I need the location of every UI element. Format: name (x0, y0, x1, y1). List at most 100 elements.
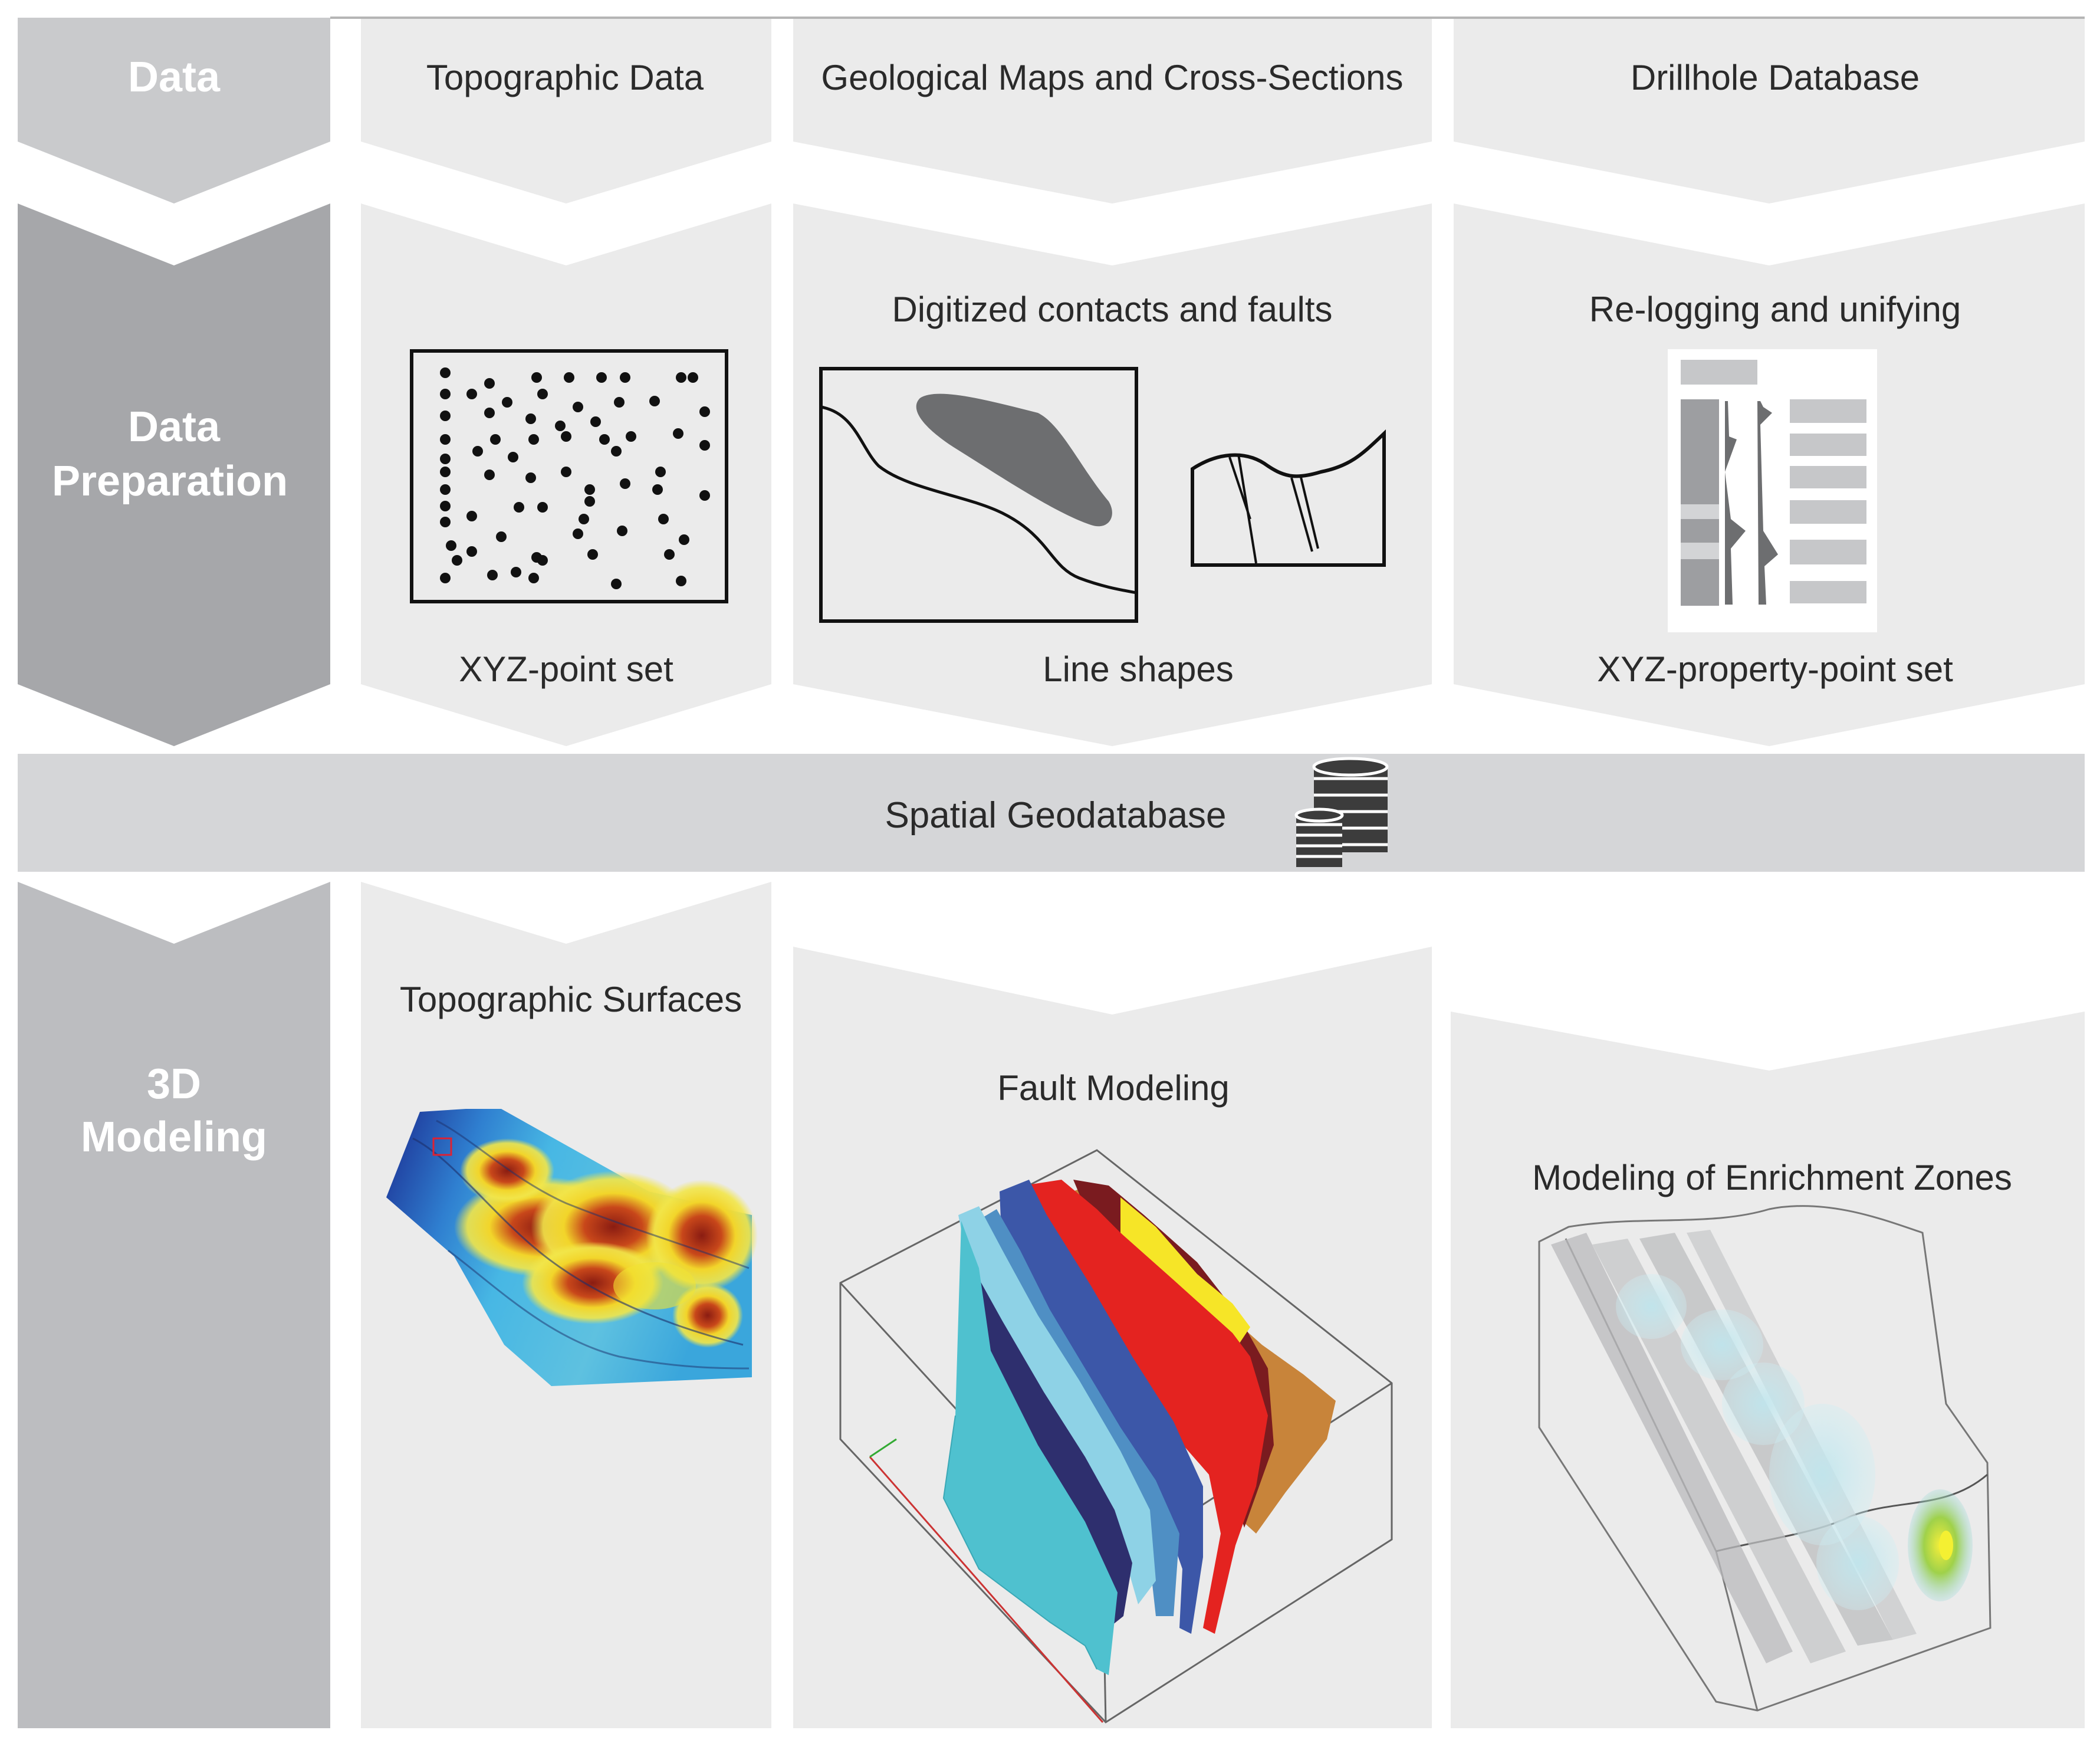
xyz-point (452, 555, 462, 566)
xyz-point (584, 496, 595, 507)
xyz-point (466, 511, 477, 521)
xyz-point (484, 378, 495, 389)
xyz-point (508, 452, 518, 462)
xyz-point (440, 573, 451, 583)
xyz-point (440, 484, 451, 495)
prep-title-drill: Re-logging and unifying (1589, 290, 1961, 329)
header-topographic-data: Topographic Data (426, 58, 704, 97)
prep-output-topo: XYZ-point set (459, 649, 673, 689)
header-geological-maps: Geological Maps and Cross-Sections (821, 58, 1403, 97)
xyz-point (655, 467, 666, 477)
model-title-topo: Topographic Surfaces (400, 980, 742, 1019)
xyz-point (564, 372, 574, 383)
xyz-point (440, 367, 451, 378)
xyz-point (496, 531, 507, 542)
drillhole-log-sketch (1668, 349, 1877, 632)
xyz-point (466, 389, 477, 399)
xyz-point (573, 528, 583, 539)
row-label-modeling-1: 3D (147, 1061, 201, 1108)
xyz-point (658, 514, 669, 524)
xyz-point (446, 540, 456, 551)
model-title-geo: Fault Modeling (997, 1068, 1230, 1108)
xyz-point (679, 534, 689, 545)
xyz-point (587, 549, 598, 560)
xyz-point (611, 446, 622, 457)
xyz-point (537, 502, 548, 513)
row-label-preparation-2: Preparation (52, 458, 288, 505)
xyz-point (484, 408, 495, 418)
row-label-data: Data (128, 54, 221, 101)
xyz-point (590, 416, 601, 427)
xyz-point (620, 372, 630, 383)
xyz-point (472, 446, 483, 457)
row-chevron-data (18, 18, 330, 203)
xyz-point (599, 434, 610, 445)
row-chevron-preparation (18, 203, 330, 746)
xyz-point (626, 431, 636, 442)
header-panel-geo (793, 18, 1432, 203)
xyz-point (676, 372, 686, 383)
enrichment-zones-model (1538, 1205, 1991, 1712)
xyz-point-set-illustration (410, 349, 728, 603)
xyz-point (484, 470, 495, 480)
xyz-point (676, 576, 686, 586)
xyz-point (511, 567, 521, 577)
xyz-point (688, 372, 698, 383)
geodatabase-label: Spatial Geodatabase (885, 795, 1226, 836)
xyz-point (649, 396, 660, 406)
xyz-point (664, 549, 675, 560)
xyz-point (514, 502, 524, 513)
xyz-point (502, 397, 512, 408)
row-label-modeling-2: Modeling (81, 1114, 267, 1161)
xyz-point (490, 434, 501, 445)
database-icon (1294, 757, 1389, 867)
header-panel-drill (1454, 18, 2085, 203)
xyz-point (611, 579, 622, 589)
xyz-point (440, 467, 451, 477)
xyz-point (525, 472, 536, 483)
topographic-surface-model (386, 1109, 758, 1386)
xyz-point (614, 397, 625, 408)
xyz-point (584, 484, 595, 495)
xyz-point (573, 402, 583, 412)
xyz-point (440, 517, 451, 527)
geodatabase-band (18, 754, 2085, 872)
cross-section-sketch (1191, 429, 1386, 567)
xyz-point (620, 478, 630, 489)
xyz-point (440, 434, 451, 445)
row-block-modeling (18, 882, 330, 1728)
xyz-point (561, 467, 571, 477)
geological-map-sketch (819, 367, 1138, 623)
header-panel-topo (361, 18, 771, 203)
xyz-point (537, 555, 548, 566)
header-drillhole-database: Drillhole Database (1631, 58, 1920, 97)
prep-output-drill: XYZ-property-point set (1597, 649, 1953, 689)
xyz-point (617, 526, 627, 536)
xyz-point (537, 389, 548, 399)
row-label-preparation-1: Data (128, 403, 221, 451)
fault-model (839, 1149, 1393, 1723)
xyz-point (528, 573, 539, 583)
xyz-point (652, 484, 663, 495)
xyz-point (440, 389, 451, 399)
xyz-point (561, 431, 571, 442)
prep-output-geo: Line shapes (1043, 649, 1234, 689)
xyz-point (579, 514, 589, 524)
xyz-point (440, 501, 451, 511)
xyz-point (555, 421, 566, 431)
scattered-points (440, 367, 710, 589)
xyz-point (673, 428, 683, 439)
xyz-point (531, 372, 542, 383)
xyz-point (525, 413, 536, 424)
prep-title-geo: Digitized contacts and faults (892, 290, 1332, 329)
xyz-point (699, 490, 710, 501)
xyz-point (596, 372, 607, 383)
xyz-point (699, 440, 710, 451)
xyz-point (466, 546, 477, 557)
model-title-drill: Modeling of Enrichment Zones (1532, 1158, 2012, 1197)
xyz-point (699, 406, 710, 417)
xyz-point (528, 434, 539, 445)
xyz-point (440, 454, 451, 464)
xyz-point (440, 411, 451, 421)
